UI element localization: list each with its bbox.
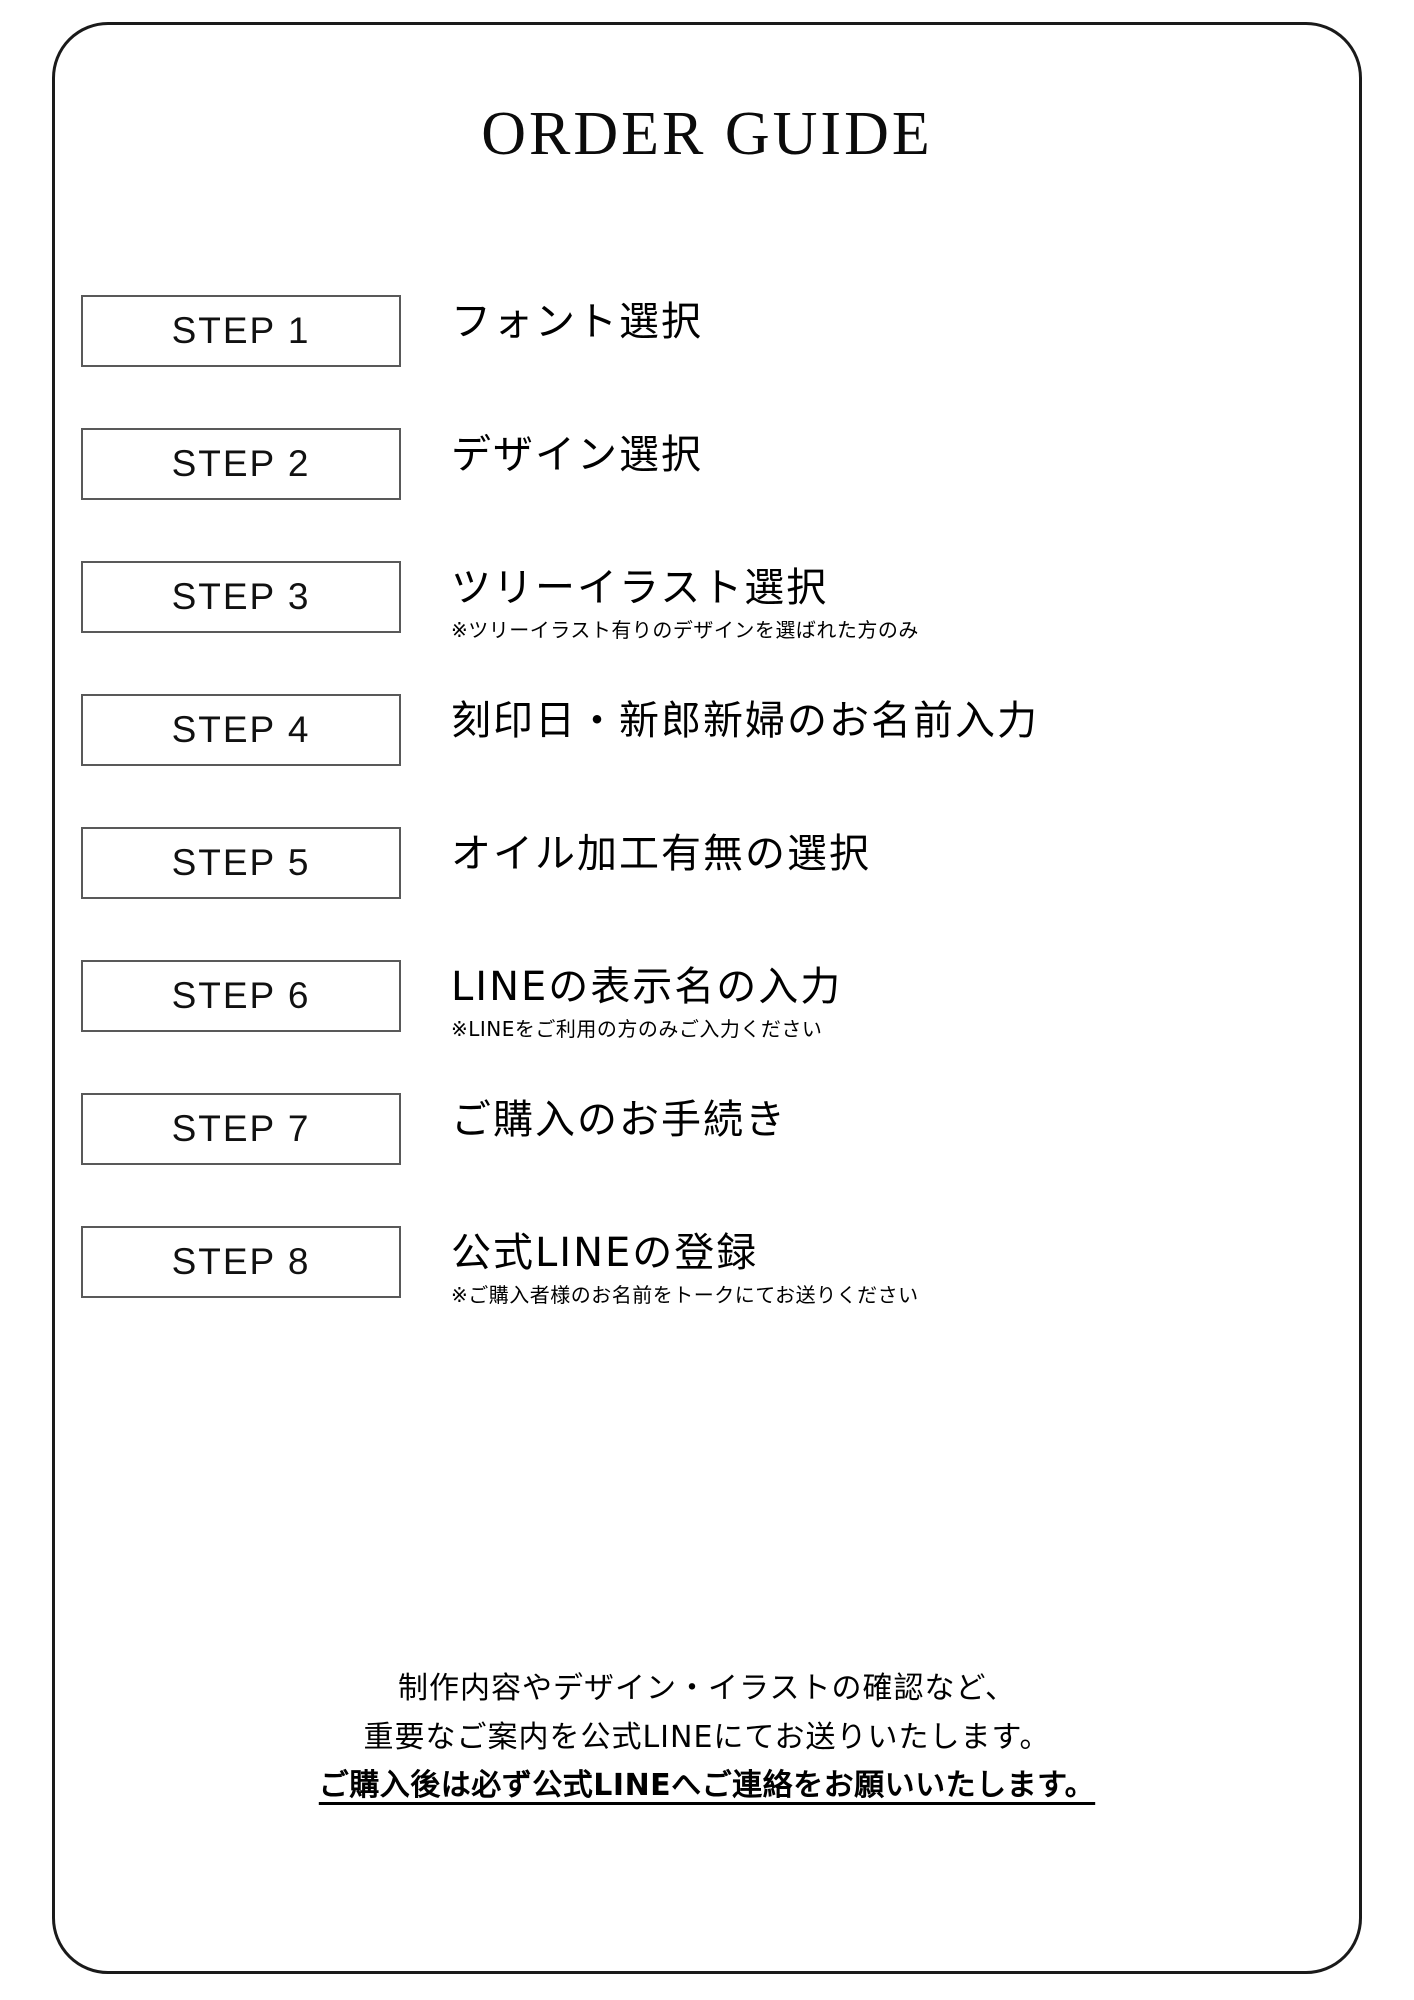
step-text-2: デザイン選択 <box>401 416 1339 480</box>
step-description: オイル加工有無の選択 <box>451 831 871 877</box>
step-description: ツリーイラスト選択 <box>451 565 829 611</box>
step-badge-label: STEP 3 <box>171 576 311 617</box>
step-text-8: 公式LINEの登録 ※ご購入者様のお名前をトークにてお送りください <box>401 1214 1339 1308</box>
step-badge-label: STEP 1 <box>171 310 311 351</box>
step-row-7: STEP 7 ご購入のお手続き <box>81 1081 1339 1214</box>
steps-list: STEP 1 フォント選択 STEP 2 デザイン選択 STEP 3 ツリーイラ… <box>81 283 1339 1347</box>
step-text-6: LINEの表示名の入力 ※LINEをご利用の方のみご入力ください <box>401 948 1339 1042</box>
step-badge-label: STEP 4 <box>171 709 311 750</box>
step-note: ※LINEをご利用の方のみご入力ください <box>451 1017 823 1041</box>
step-description: デザイン選択 <box>451 432 703 478</box>
step-row-2: STEP 2 デザイン選択 <box>81 416 1339 549</box>
step-badge-3: STEP 3 <box>81 561 401 633</box>
step-description: 刻印日・新郎新婦のお名前入力 <box>451 698 1039 744</box>
step-description: 公式LINEの登録 <box>451 1230 759 1276</box>
step-row-6: STEP 6 LINEの表示名の入力 ※LINEをご利用の方のみご入力ください <box>81 948 1339 1081</box>
step-text-3: ツリーイラスト選択 ※ツリーイラスト有りのデザインを選ばれた方のみ <box>401 549 1339 643</box>
footer-line-3-emphasis: ご購入後は必ず公式LINEへご連絡をお願いいたします。 <box>318 1768 1096 1804</box>
step-badge-label: STEP 7 <box>171 1108 311 1149</box>
order-guide-card: ORDER GUIDE STEP 1 フォント選択 STEP 2 デザイン選択 … <box>52 22 1362 1974</box>
step-row-3: STEP 3 ツリーイラスト選択 ※ツリーイラスト有りのデザインを選ばれた方のみ <box>81 549 1339 682</box>
page-title: ORDER GUIDE <box>481 100 933 168</box>
step-note: ※ご購入者様のお名前をトークにてお送りください <box>451 1283 919 1307</box>
step-badge-8: STEP 8 <box>81 1226 401 1298</box>
step-text-4: 刻印日・新郎新婦のお名前入力 <box>401 682 1339 746</box>
step-text-5: オイル加工有無の選択 <box>401 815 1339 879</box>
step-row-8: STEP 8 公式LINEの登録 ※ご購入者様のお名前をトークにてお送りください <box>81 1214 1339 1347</box>
step-row-1: STEP 1 フォント選択 <box>81 283 1339 416</box>
step-text-1: フォント選択 <box>401 283 1339 347</box>
step-badge-label: STEP 5 <box>171 842 311 883</box>
step-badge-6: STEP 6 <box>81 960 401 1032</box>
step-badge-label: STEP 2 <box>171 443 311 484</box>
step-badge-label: STEP 6 <box>171 975 311 1016</box>
step-description: フォント選択 <box>451 299 703 345</box>
footer-notice: 制作内容やデザイン・イラストの確認など、 重要なご案内を公式LINEにてお送りい… <box>55 1665 1359 1811</box>
step-badge-2: STEP 2 <box>81 428 401 500</box>
step-badge-5: STEP 5 <box>81 827 401 899</box>
step-description: LINEの表示名の入力 <box>451 964 843 1010</box>
step-description: ご購入のお手続き <box>451 1097 787 1143</box>
footer-line-2: 重要なご案内を公式LINEにてお送りいたします。 <box>363 1719 1051 1755</box>
footer-line-1: 制作内容やデザイン・イラストの確認など、 <box>398 1671 1016 1706</box>
step-badge-7: STEP 7 <box>81 1093 401 1165</box>
step-badge-label: STEP 8 <box>171 1241 311 1282</box>
step-note: ※ツリーイラスト有りのデザインを選ばれた方のみ <box>451 618 919 642</box>
step-badge-1: STEP 1 <box>81 295 401 367</box>
step-row-4: STEP 4 刻印日・新郎新婦のお名前入力 <box>81 682 1339 815</box>
step-row-5: STEP 5 オイル加工有無の選択 <box>81 815 1339 948</box>
step-badge-4: STEP 4 <box>81 694 401 766</box>
step-text-7: ご購入のお手続き <box>401 1081 1339 1145</box>
